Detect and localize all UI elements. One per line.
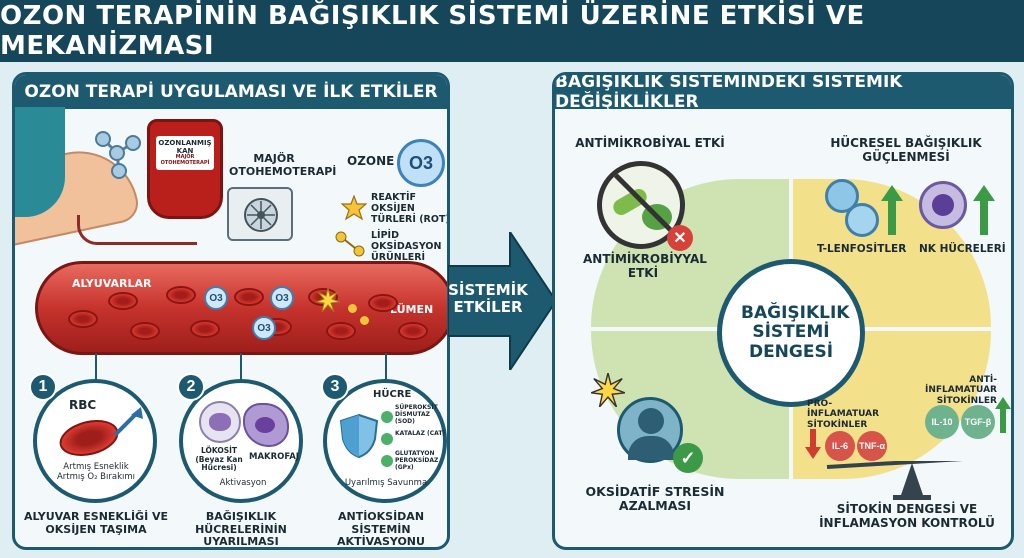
balance-center-circle: BAĞIŞIKLIK SİSTEMİ DENGESİ bbox=[717, 259, 865, 407]
systemic-effects-arrow bbox=[448, 232, 556, 370]
tnf-badge: TNF-α bbox=[857, 431, 887, 461]
fan-icon bbox=[244, 198, 278, 232]
lumen-label: LÜMEN bbox=[390, 303, 434, 316]
o3-bubble-icon: O3 bbox=[270, 286, 294, 310]
rbc-cell bbox=[368, 294, 398, 312]
step3-label: ANTİOKSİDAN SİSTEMİN AKTİVASYONU bbox=[337, 510, 425, 549]
rot-label: REAKTİF OKSİJEN TÜRLERİ (ROT) bbox=[371, 192, 450, 225]
macrophage-icon bbox=[243, 403, 289, 447]
lop-chain-icon bbox=[335, 231, 365, 257]
iv-tube bbox=[77, 215, 197, 245]
t-cell-icon bbox=[845, 203, 879, 237]
connector bbox=[240, 353, 242, 383]
molecule-icon bbox=[95, 131, 141, 179]
leukocyte-icon bbox=[199, 401, 241, 443]
step1-caption: Artmış Esneklik Artmış O₂ Bırakımı bbox=[56, 462, 136, 482]
left-panel: OZON TERAPİ UYGULAMASI VE İLK ETKİLER OZ… bbox=[12, 72, 450, 550]
rot-star-icon bbox=[341, 195, 367, 221]
shield-icon bbox=[339, 413, 379, 459]
ozone-label: OZONE bbox=[347, 154, 395, 168]
nk-cell-icon bbox=[919, 181, 967, 229]
cellular-immunity-title: HÜCRESEL BAĞIŞIKLIK GÜÇLENMESİ bbox=[830, 136, 982, 164]
gpx-label: GLUTATYON PEROKSİDAZ (GPx) bbox=[395, 450, 439, 471]
major-autohemotherapy-label: MAJÖR OTOHEMOTERAPİ bbox=[229, 152, 337, 178]
right-panel: BAĞIŞIKLIK SİSTEMİNDEKİ SİSTEMİK DEĞİŞİK… bbox=[552, 72, 1014, 550]
right-panel-heading: BAĞIŞIKLIK SİSTEMİNDEKİ SİSTEMİK DEĞİŞİK… bbox=[555, 75, 1011, 112]
lop-dot bbox=[360, 316, 369, 325]
up-arrow-icon bbox=[995, 397, 1011, 433]
step3-number: 3 bbox=[321, 373, 349, 401]
step2-number: 2 bbox=[177, 373, 205, 401]
alyuvarlar-label: ALYUVARLAR bbox=[72, 277, 152, 290]
lop-dot bbox=[348, 304, 357, 313]
burst-icon bbox=[591, 373, 625, 407]
macrophage-label: MAKROFAJ bbox=[249, 452, 299, 462]
o3-bubble-icon: O3 bbox=[252, 316, 276, 340]
blood-bag: OZONLANMIŞ KAN MAJÖR OTOHEMOTERAPİ bbox=[147, 119, 223, 219]
step1-circle: RBC Artmış Esneklik Artmış O₂ Bırakımı bbox=[33, 379, 157, 503]
step3-caption: Uyarılmış Savunma bbox=[344, 478, 428, 488]
tgf-badge: TGF-β bbox=[961, 405, 995, 439]
stressed-person-icon bbox=[617, 397, 683, 463]
o3-bubble-icon: O3 bbox=[204, 286, 228, 310]
blood-vessel: ALYUVARLAR LÜMEN O3 O3 O3 bbox=[35, 261, 447, 355]
cat-label: KATALAZ (CAT) bbox=[395, 430, 446, 437]
cytokine-balance-label: SİTOKİN DENGESİ VE İNFLAMASYON KONTROLÜ bbox=[819, 502, 995, 530]
up-arrow-icon bbox=[973, 185, 995, 235]
rbc-cell bbox=[398, 322, 428, 340]
step3-title: HÜCRE bbox=[373, 389, 412, 400]
anti-inflammatory-label: ANTİ-İNFLAMATUAR SİTOKİNLER bbox=[924, 375, 997, 406]
connector bbox=[385, 353, 387, 383]
t-cell-label: T-LENFOSİTLER bbox=[817, 243, 907, 255]
balance-scale-icon bbox=[826, 461, 964, 500]
connector bbox=[95, 353, 97, 383]
o3-molecule-icon: O3 bbox=[397, 139, 445, 187]
step2-caption: Aktivasyon bbox=[219, 478, 267, 488]
rbc-cell bbox=[68, 310, 98, 328]
page-title: OZON TERAPİNİN BAĞIŞIKLIK SİSTEMİ ÜZERİN… bbox=[0, 0, 1024, 62]
cancel-x-icon: ✕ bbox=[667, 225, 693, 251]
nk-cell-label: NK HÜCRELERİ bbox=[919, 243, 1006, 255]
sod-label: SÜPEROKSİT DİSMUTAZ (SOD) bbox=[395, 404, 438, 425]
rbc-cell bbox=[326, 322, 356, 340]
up-arrow-icon bbox=[113, 407, 143, 437]
step2-circle: LÖKOSİT (Beyaz Kan Hücresi) MAKROFAJ Akt… bbox=[179, 379, 303, 503]
antimicrobial-title: ANTİMİKROBİYAL ETKİ bbox=[575, 136, 725, 150]
il10-badge: IL-10 bbox=[925, 405, 959, 439]
rbc-cell bbox=[190, 320, 220, 338]
step1-title: RBC bbox=[69, 398, 97, 412]
ozone-generator bbox=[227, 187, 293, 241]
enzyme-dot bbox=[381, 455, 393, 467]
step1-label: ALYUVAR ESNEKLİĞİ VE OKSİJEN TAŞIMA bbox=[23, 510, 169, 536]
step2-label: BAĞIŞIKLIK HÜCRELERİNİN UYARILMASI bbox=[195, 510, 287, 549]
blood-bag-label: OZONLANMIŞ KAN MAJÖR OTOHEMOTERAPİ bbox=[156, 136, 214, 170]
antimicrobial-subtitle: ANTİMİKROBİYYAL ETKİ bbox=[583, 252, 707, 280]
rbc-cell bbox=[166, 286, 196, 304]
enzyme-dot bbox=[381, 411, 393, 423]
sleeve bbox=[15, 107, 65, 217]
center-label: BAĞIŞIKLIK SİSTEMİ DENGESİ bbox=[741, 302, 850, 362]
il6-badge: IL-6 bbox=[825, 431, 855, 461]
burst-icon bbox=[316, 288, 340, 312]
oxidative-stress-label: OKSİDATİF STRESİN AZALMASI bbox=[585, 484, 725, 514]
down-arrow-icon bbox=[805, 429, 821, 459]
rbc-cell bbox=[234, 288, 264, 306]
left-panel-heading: OZON TERAPİ UYGULAMASI VE İLK ETKİLER bbox=[15, 75, 447, 109]
rbc-cell bbox=[130, 322, 160, 340]
systemic-effects-label: SİSTEMİK ETKİLER bbox=[448, 281, 528, 317]
check-icon: ✓ bbox=[673, 443, 703, 473]
step1-number: 1 bbox=[29, 373, 57, 401]
up-arrow-icon bbox=[881, 185, 903, 235]
step3-circle: HÜCRE SÜPEROKSİT DİSMUTAZ (SOD) KATALAZ … bbox=[323, 379, 447, 503]
rbc-cell bbox=[108, 292, 138, 310]
enzyme-dot bbox=[381, 433, 393, 445]
pro-inflammatory-label: PRO-İNFLAMATUAR SİTOKİNLER bbox=[807, 399, 880, 430]
leukocyte-label: LÖKOSİT (Beyaz Kan Hücresi) bbox=[195, 446, 243, 473]
